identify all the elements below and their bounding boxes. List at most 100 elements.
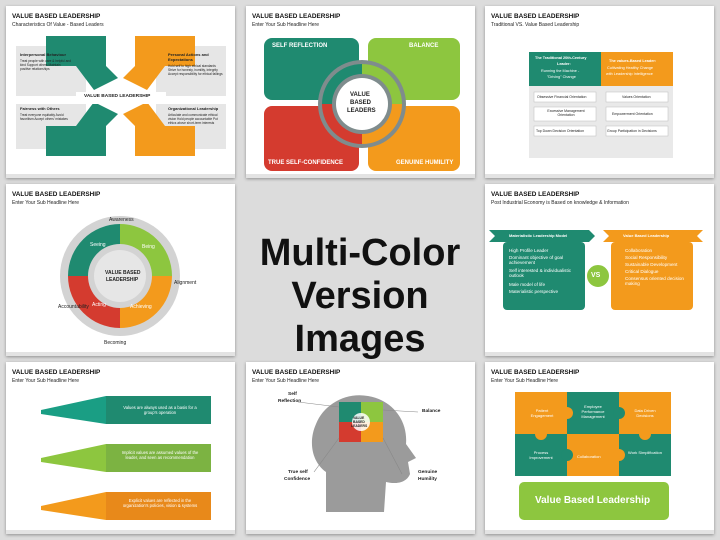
center-heading: Multi-Color Version Images: [246, 232, 474, 361]
quadrant-2-body: Hold self to high ethical standards Stri…: [168, 64, 223, 76]
thumbnail-materialistic-vs-value[interactable]: VALUE BASED LEADERSHIP Post Industrial E…: [485, 184, 714, 356]
right-item: Consensus oriented decision making: [625, 276, 684, 286]
cycle-label: Accountability: [58, 304, 89, 310]
slide-subtitle: Enter Your Sub Headline Here: [252, 22, 319, 28]
puzzle-piece-label: Process Improvement: [529, 450, 553, 460]
ribbon-list: [41, 396, 211, 520]
vs-comparison: [489, 230, 703, 310]
quad-arrows-diagram: [16, 36, 226, 156]
right-item: Empowerment Orientation: [612, 112, 653, 116]
slide-subtitle: Enter Your Sub Headline Here: [12, 200, 79, 206]
puzzle-piece-label: Employee Performance Management: [581, 404, 605, 419]
center-label-3: LEADERS: [347, 108, 376, 114]
right-item: Collaboration: [625, 248, 653, 253]
box-true-self-confidence: TRUE SELF-CONFIDENCE: [268, 160, 343, 166]
quadrant-1-body: Treat people with care & helpful and kin…: [20, 59, 71, 71]
right-heading-line1: The values-Based Leader:: [609, 59, 657, 63]
quadrant-3-heading: Fairness with Others: [20, 106, 60, 111]
cycle-label: Awareness: [109, 217, 134, 223]
cycle-label: Becoming: [104, 340, 127, 346]
center-heading-line1: Multi-Color: [259, 232, 461, 274]
quadrant-2-heading: Personal Actions and Expectations: [168, 52, 209, 62]
slide-footer: [246, 530, 475, 534]
thumbnail-values-ribbons[interactable]: VALUE BASED LEADERSHIP Enter Your Sub He…: [6, 362, 235, 534]
thumbnail-value-based-leaders[interactable]: VALUE BASED LEADERSHIP Enter Your Sub He…: [246, 6, 475, 178]
left-item: High Profile Leader: [509, 248, 549, 253]
box-self-reflection: SELF REFLECTION: [272, 43, 328, 49]
puzzle-center-1: VALUE: [353, 416, 365, 420]
quadrant-3-body: Treat everyone equitably Avoid favoritis…: [20, 113, 68, 121]
left-heading-line1: The Traditional 20th-Century: [535, 56, 587, 60]
slide-footer: [485, 530, 714, 534]
slide-footer: [485, 352, 714, 356]
head-silhouette-diagram: [297, 395, 419, 512]
center-label-2: LEADERSHIP: [106, 277, 139, 283]
thumbnail-characteristics[interactable]: VALUE BASED LEADERSHIP Characteristics O…: [6, 6, 235, 178]
quadrant-1-heading: Interpersonal Behaviour: [20, 52, 67, 57]
left-heading-line3: Running the Machine -: [541, 69, 580, 73]
label-genuine: Genuine: [418, 470, 438, 475]
puzzle-piece-label: Work Simplification: [628, 450, 662, 455]
center-heading-line2: Version Images: [291, 275, 429, 360]
left-heading-line2: Leader:: [557, 62, 571, 66]
thumbnail-traditional-vs-value[interactable]: VALUE BASED LEADERSHIP Traditional VS. V…: [485, 6, 714, 178]
ribbon-text: Values are always used as a basis for a …: [123, 405, 197, 415]
slide-footer: [6, 352, 235, 356]
right-item: Group Participation in Decisions: [607, 129, 657, 133]
right-heading-line3: with Leadership Intelligence: [606, 72, 653, 76]
left-item: Excessive Management Orientation: [547, 109, 585, 117]
slide-subtitle: Characteristics Of Value - Based Leaders: [12, 22, 104, 28]
right-item: Social Responsibility: [625, 255, 668, 260]
slide-subtitle: Enter Your Sub Headline Here: [491, 378, 558, 384]
cycle-label: Alignment: [174, 280, 197, 286]
box-balance: BALANCE: [409, 43, 439, 49]
center-label-1: VALUE BASED: [105, 270, 141, 276]
label-true-self: True self: [288, 470, 308, 475]
label-self: Self: [288, 392, 297, 397]
left-item: Top Down Decision Orientation: [536, 129, 585, 133]
thumbnail-cycle[interactable]: VALUE BASED LEADERSHIP Enter Your Sub He…: [6, 184, 235, 356]
four-box-cycle-diagram: [264, 38, 460, 171]
slide-subtitle: Enter Your Sub Headline Here: [12, 378, 79, 384]
slide-title: VALUE BASED LEADERSHIP: [491, 369, 580, 376]
cycle-label: Seeing: [90, 242, 106, 248]
center-label-2: BASED: [350, 100, 372, 106]
ribbon-text: Implicit values are assumed values of th…: [121, 450, 199, 460]
quadrant-4-body: Articulate and communicate ethical visio…: [168, 113, 218, 125]
slide-title: VALUE BASED LEADERSHIP: [252, 369, 341, 376]
cycle-diagram: [60, 216, 180, 336]
left-item: Self interested & individualistic outloo…: [509, 268, 572, 278]
slide-footer: [485, 174, 714, 178]
label-humility: Humility: [418, 477, 437, 482]
right-heading-line2: Cultivating Healthy Change: [607, 66, 654, 70]
slide-title: VALUE BASED LEADERSHIP: [491, 13, 580, 20]
thumbnail-puzzle-pieces[interactable]: VALUE BASED LEADERSHIP Enter Your Sub He…: [485, 362, 714, 534]
puzzle-piece-label: Collaboration: [577, 454, 601, 459]
right-heading: Value Based Leadership: [623, 233, 670, 238]
slide-footer: [6, 174, 235, 178]
right-item: Critical Dialogue: [625, 269, 659, 274]
vs-badge: VS: [591, 272, 601, 279]
slide-subtitle: Traditional VS. Value Based Leadership: [491, 22, 580, 28]
puzzle-piece-label: Patient Engagement: [530, 408, 554, 418]
thumbnail-head-puzzle[interactable]: VALUE BASED LEADERSHIP Enter Your Sub He…: [246, 362, 475, 534]
label-reflection: Reflection: [278, 399, 302, 404]
left-item: Male model of life: [509, 282, 546, 287]
comparison-columns: [529, 52, 673, 158]
left-item: Materialistic perspective: [509, 289, 559, 294]
cycle-label: Being: [142, 244, 155, 250]
slide-subtitle: Post Industrial Economy is Based on know…: [491, 200, 629, 206]
slide-title: VALUE BASED LEADERSHIP: [252, 13, 341, 20]
left-heading: Materialistic Leadership Model: [509, 233, 568, 238]
left-heading-line4: "Driving" Change: [547, 75, 576, 79]
label-balance: Balance: [422, 409, 441, 414]
quadrant-4-heading: Organizational Leadership: [168, 106, 219, 111]
puzzle-grid: [515, 392, 671, 520]
ribbon-text: Explicit values are reflected in the org…: [122, 498, 198, 508]
left-item: Obsessive Financial Orientation: [537, 95, 587, 99]
box-genuine-humility: GENUINE HUMILITY: [396, 160, 454, 166]
banner-label: Value Based Leadership: [535, 495, 651, 506]
slide-footer: [6, 530, 235, 534]
center-label-1: VALUE: [350, 92, 370, 98]
puzzle-center-2: BASED: [353, 420, 365, 424]
